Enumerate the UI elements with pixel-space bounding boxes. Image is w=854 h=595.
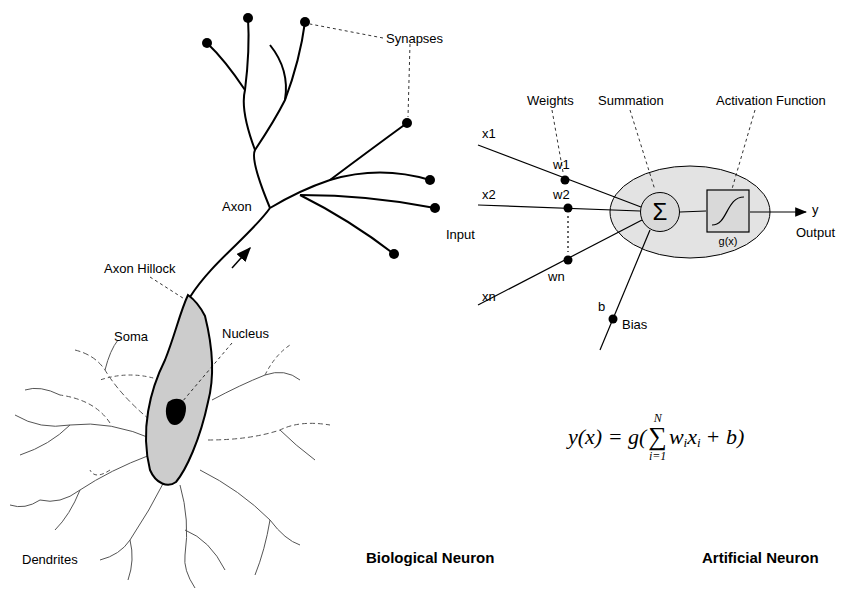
part-name: Summation [598,94,664,108]
subscript: i [684,435,688,451]
summation-circle: Σ [640,192,680,232]
sigma-symbol: Σ [653,200,668,224]
weight-symbol: wn [548,270,565,284]
formula-text: y(x) = g( [568,424,646,450]
part-name: Dendrites [22,553,78,567]
formula-text: x [687,424,697,450]
part-name: Activation Function [716,94,826,108]
sigmoid-box [706,189,752,233]
upper-limit: N [654,412,662,424]
input-symbol: x2 [482,188,496,202]
part-name: Input [446,228,475,242]
leader-label: Synapses [386,32,443,46]
output-symbol: y [812,203,819,217]
part-name: Nucleus [222,327,269,341]
part-name: Axon [222,200,252,214]
weight-symbol: w1 [553,158,570,172]
figure-title: Artificial Neuron [702,550,819,567]
activation-box: g(x) [706,189,752,233]
part-name: Bias [622,318,647,332]
connector [680,211,706,212]
input-symbol: xn [482,290,496,304]
formula: y(x) = g(N∑i=1wixi+ b) [568,412,744,462]
part-name: Output [796,226,835,240]
weight-symbol: w2 [553,188,570,202]
bias-symbol: b [598,300,605,314]
part-name: Weights [527,94,574,108]
input-symbol: x1 [482,127,496,141]
lower-limit: i=1 [649,450,666,462]
part-name: Soma [114,330,148,344]
subscript: i [697,435,701,451]
formula-text: w [669,424,684,450]
function-label: g(x) [706,235,750,247]
sum-operator: N∑i=1 [648,412,667,462]
figure-title: Biological Neuron [366,550,494,567]
part-name: Axon Hillock [104,262,176,276]
formula-text: + b) [706,424,745,450]
sum-sign: ∑ [648,424,667,450]
